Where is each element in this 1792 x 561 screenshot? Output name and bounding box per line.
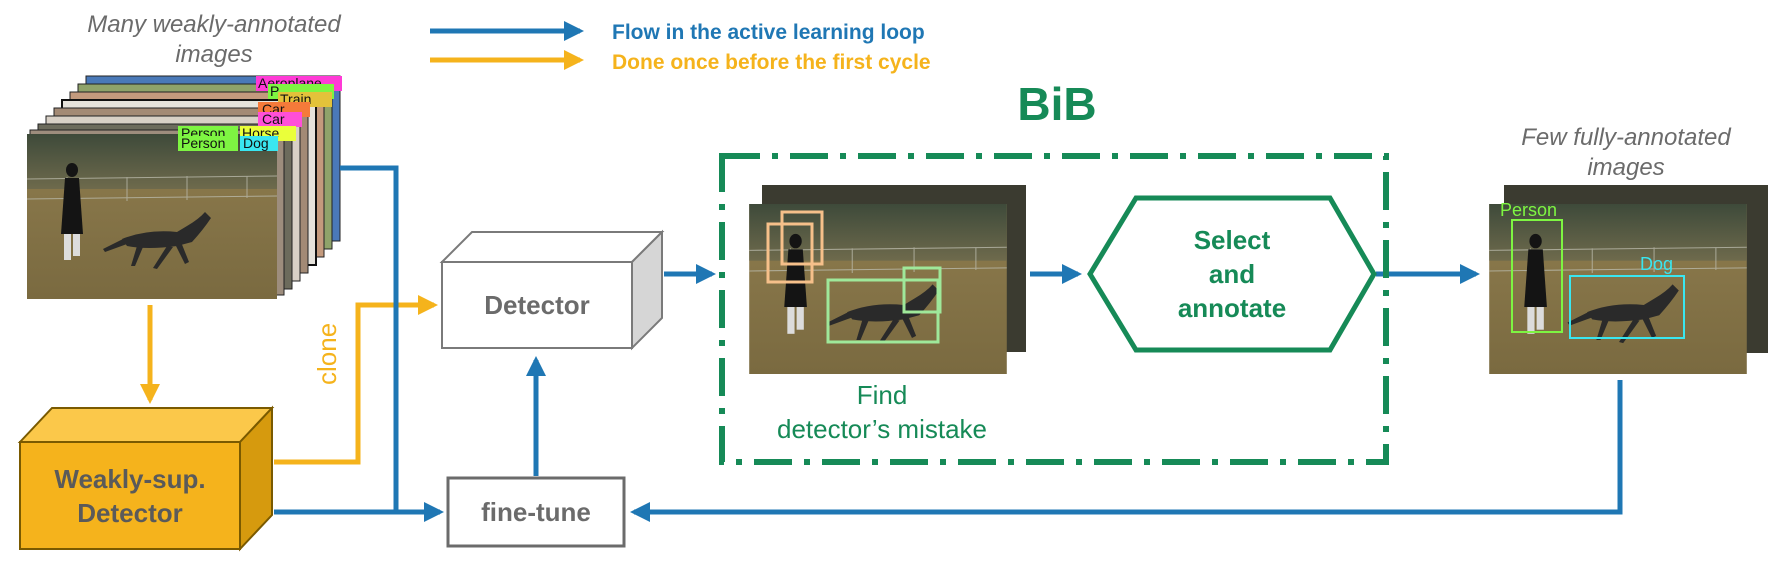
tag-p: P xyxy=(270,83,279,99)
find-line2: detector’s mistake xyxy=(777,414,987,444)
select-line2: and xyxy=(1209,259,1255,289)
select-line3: annotate xyxy=(1178,293,1286,323)
weak-detector-line2: Detector xyxy=(77,498,182,528)
tag-dog: Dog xyxy=(243,135,269,151)
full-caption-line1: Few fully-annotated xyxy=(1521,124,1731,151)
weak-caption-line1: Many weakly-annotated xyxy=(87,11,341,38)
person-box xyxy=(1511,219,1563,333)
dog-box xyxy=(1569,275,1685,339)
weak-image-stack: Aeroplane P Train Car Car Person Horse P… xyxy=(27,75,342,299)
arrow-full-to-finetune xyxy=(630,380,1623,522)
legend: Flow in the active learning loop Done on… xyxy=(430,21,931,74)
full-image-front xyxy=(1489,204,1747,374)
full-images: Few fully-annotated images Person Dog xyxy=(1489,124,1768,374)
dog-box-label: Dog xyxy=(1640,254,1673,274)
bib-title: BiB xyxy=(1017,78,1096,130)
bib-dashed-frame xyxy=(719,153,1389,465)
clone-label: clone xyxy=(312,323,342,385)
candidate-boxes xyxy=(766,210,942,344)
detector-label: Detector xyxy=(484,290,589,320)
finetune-box: fine-tune xyxy=(446,476,626,548)
legend-orange-label: Done once before the first cycle xyxy=(612,51,931,74)
weak-images-caption: Many weakly-annotated images xyxy=(87,11,341,68)
select-hexagon xyxy=(1087,195,1377,353)
weakly-sup-detector-box: Weakly-sup. Detector xyxy=(17,405,275,552)
select-line1: Select xyxy=(1194,225,1271,255)
finetune-label: fine-tune xyxy=(481,497,591,527)
tag-car-pink: Car xyxy=(262,111,285,127)
person-box-label: Person xyxy=(1500,200,1557,220)
bib-region: BiB Find detector’s mistake Select and a… xyxy=(719,78,1389,465)
weak-caption-line2: images xyxy=(175,41,252,68)
weak-image-front xyxy=(27,134,277,299)
legend-blue-label: Flow in the active learning loop xyxy=(612,21,925,44)
arrow-images-down xyxy=(340,165,399,512)
detector-box: Detector xyxy=(439,229,665,351)
tag-person: Person xyxy=(181,135,225,151)
weak-detector-line1: Weakly-sup. xyxy=(54,464,205,494)
weak-tags: Aeroplane P Train Car Car Person Horse P… xyxy=(178,75,342,151)
bib-image-front xyxy=(749,204,1007,374)
full-caption-line2: images xyxy=(1587,154,1664,181)
find-line1: Find xyxy=(857,380,908,410)
arrow-clone xyxy=(274,295,438,465)
arrows xyxy=(140,165,1623,522)
